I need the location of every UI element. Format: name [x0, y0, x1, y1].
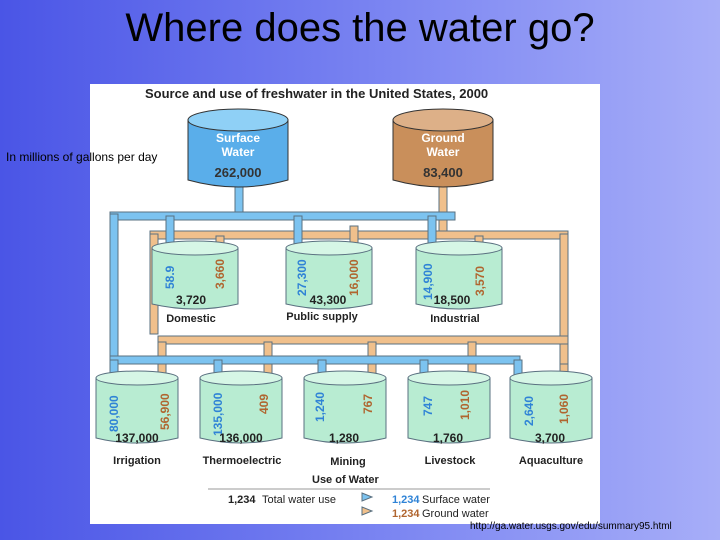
industrial-ground: 3,570 — [473, 266, 487, 296]
tank-aquaculture: 2,640 1,060 3,700 Aquaculture — [509, 370, 593, 467]
domestic-ground: 3,660 — [213, 259, 227, 289]
mining-label: Mining — [330, 456, 365, 468]
water-flow-diagram: Source and use of freshwater in the Unit… — [95, 86, 593, 520]
livestock-ground: 1,010 — [458, 390, 472, 420]
domestic-surface: 58.9 — [163, 265, 177, 289]
surface-value: 262,000 — [215, 165, 262, 180]
thermoelectric-label: Thermoelectric — [203, 455, 282, 467]
public-supply-total: 43,300 — [310, 293, 347, 307]
industrial-surface: 14,900 — [421, 263, 435, 300]
slide-title: Where does the water go? — [125, 6, 595, 50]
tank-livestock: 747 1,010 1,760 Livestock — [407, 370, 491, 467]
tank-domestic: 58.9 3,660 3,720 Domestic — [151, 240, 239, 325]
thermoelectric-surface: 135,000 — [211, 392, 225, 436]
mining-ground: 767 — [361, 394, 375, 414]
mining-total: 1,280 — [329, 431, 359, 445]
surface-water-tank: Surface Water 262,000 — [187, 108, 289, 188]
source-url: http://ga.water.usgs.gov/edu/summary95.h… — [470, 521, 672, 532]
diagram-title: Source and use of freshwater in the Unit… — [145, 86, 488, 101]
aquaculture-surface: 2,640 — [522, 396, 536, 426]
public-supply-label: Public supply — [286, 311, 358, 323]
ground-label-1: Ground — [421, 131, 464, 145]
tank-irrigation: 80,000 56,900 137,000 Irrigation — [95, 370, 179, 467]
ground-value: 83,400 — [423, 165, 463, 180]
irrigation-label: Irrigation — [113, 455, 161, 467]
tank-industrial: 14,900 3,570 18,500 Industrial — [415, 240, 503, 325]
legend-ground-label: Ground water — [422, 508, 489, 520]
tank-public-supply: 27,300 16,000 43,300 Public supply — [285, 240, 373, 323]
domestic-label: Domestic — [166, 313, 216, 325]
public-supply-ground: 16,000 — [347, 259, 361, 296]
irrigation-ground: 56,900 — [158, 393, 172, 430]
mining-surface: 1,240 — [313, 392, 327, 422]
thermoelectric-total: 136,000 — [219, 431, 263, 445]
aquaculture-total: 3,700 — [535, 431, 565, 445]
aquaculture-label: Aquaculture — [519, 455, 583, 467]
thermoelectric-ground: 409 — [257, 394, 271, 414]
public-supply-surface: 27,300 — [295, 259, 309, 296]
legend: Use of Water 1,234 Total water use 1,234… — [208, 474, 490, 520]
domestic-total: 3,720 — [176, 293, 206, 307]
legend-ground-value: 1,234 — [392, 508, 420, 520]
legend-title: Use of Water — [312, 474, 380, 486]
diagram-panel: Source and use of freshwater in the Unit… — [90, 84, 600, 524]
legend-total-value: 1,234 — [228, 494, 256, 506]
livestock-label: Livestock — [425, 455, 477, 467]
legend-total-label: Total water use — [262, 494, 336, 506]
livestock-surface: 747 — [421, 396, 435, 416]
surface-label-1: Surface — [216, 131, 260, 145]
industrial-total: 18,500 — [434, 293, 471, 307]
ground-label-2: Water — [427, 145, 460, 159]
irrigation-surface: 80,000 — [107, 395, 121, 432]
units-subtitle: In millions of gallons per day — [6, 150, 158, 164]
tank-thermoelectric: 135,000 409 136,000 Thermoelectric — [199, 370, 283, 467]
tank-mining: 1,240 767 1,280 Mining — [303, 370, 387, 468]
surface-label-2: Water — [222, 145, 255, 159]
livestock-total: 1,760 — [433, 431, 463, 445]
ground-water-tank: Ground Water 83,400 — [392, 108, 494, 188]
industrial-label: Industrial — [430, 313, 480, 325]
irrigation-total: 137,000 — [115, 431, 159, 445]
aquaculture-ground: 1,060 — [557, 394, 571, 424]
legend-surface-label: Surface water — [422, 494, 490, 506]
legend-surface-value: 1,234 — [392, 494, 420, 506]
